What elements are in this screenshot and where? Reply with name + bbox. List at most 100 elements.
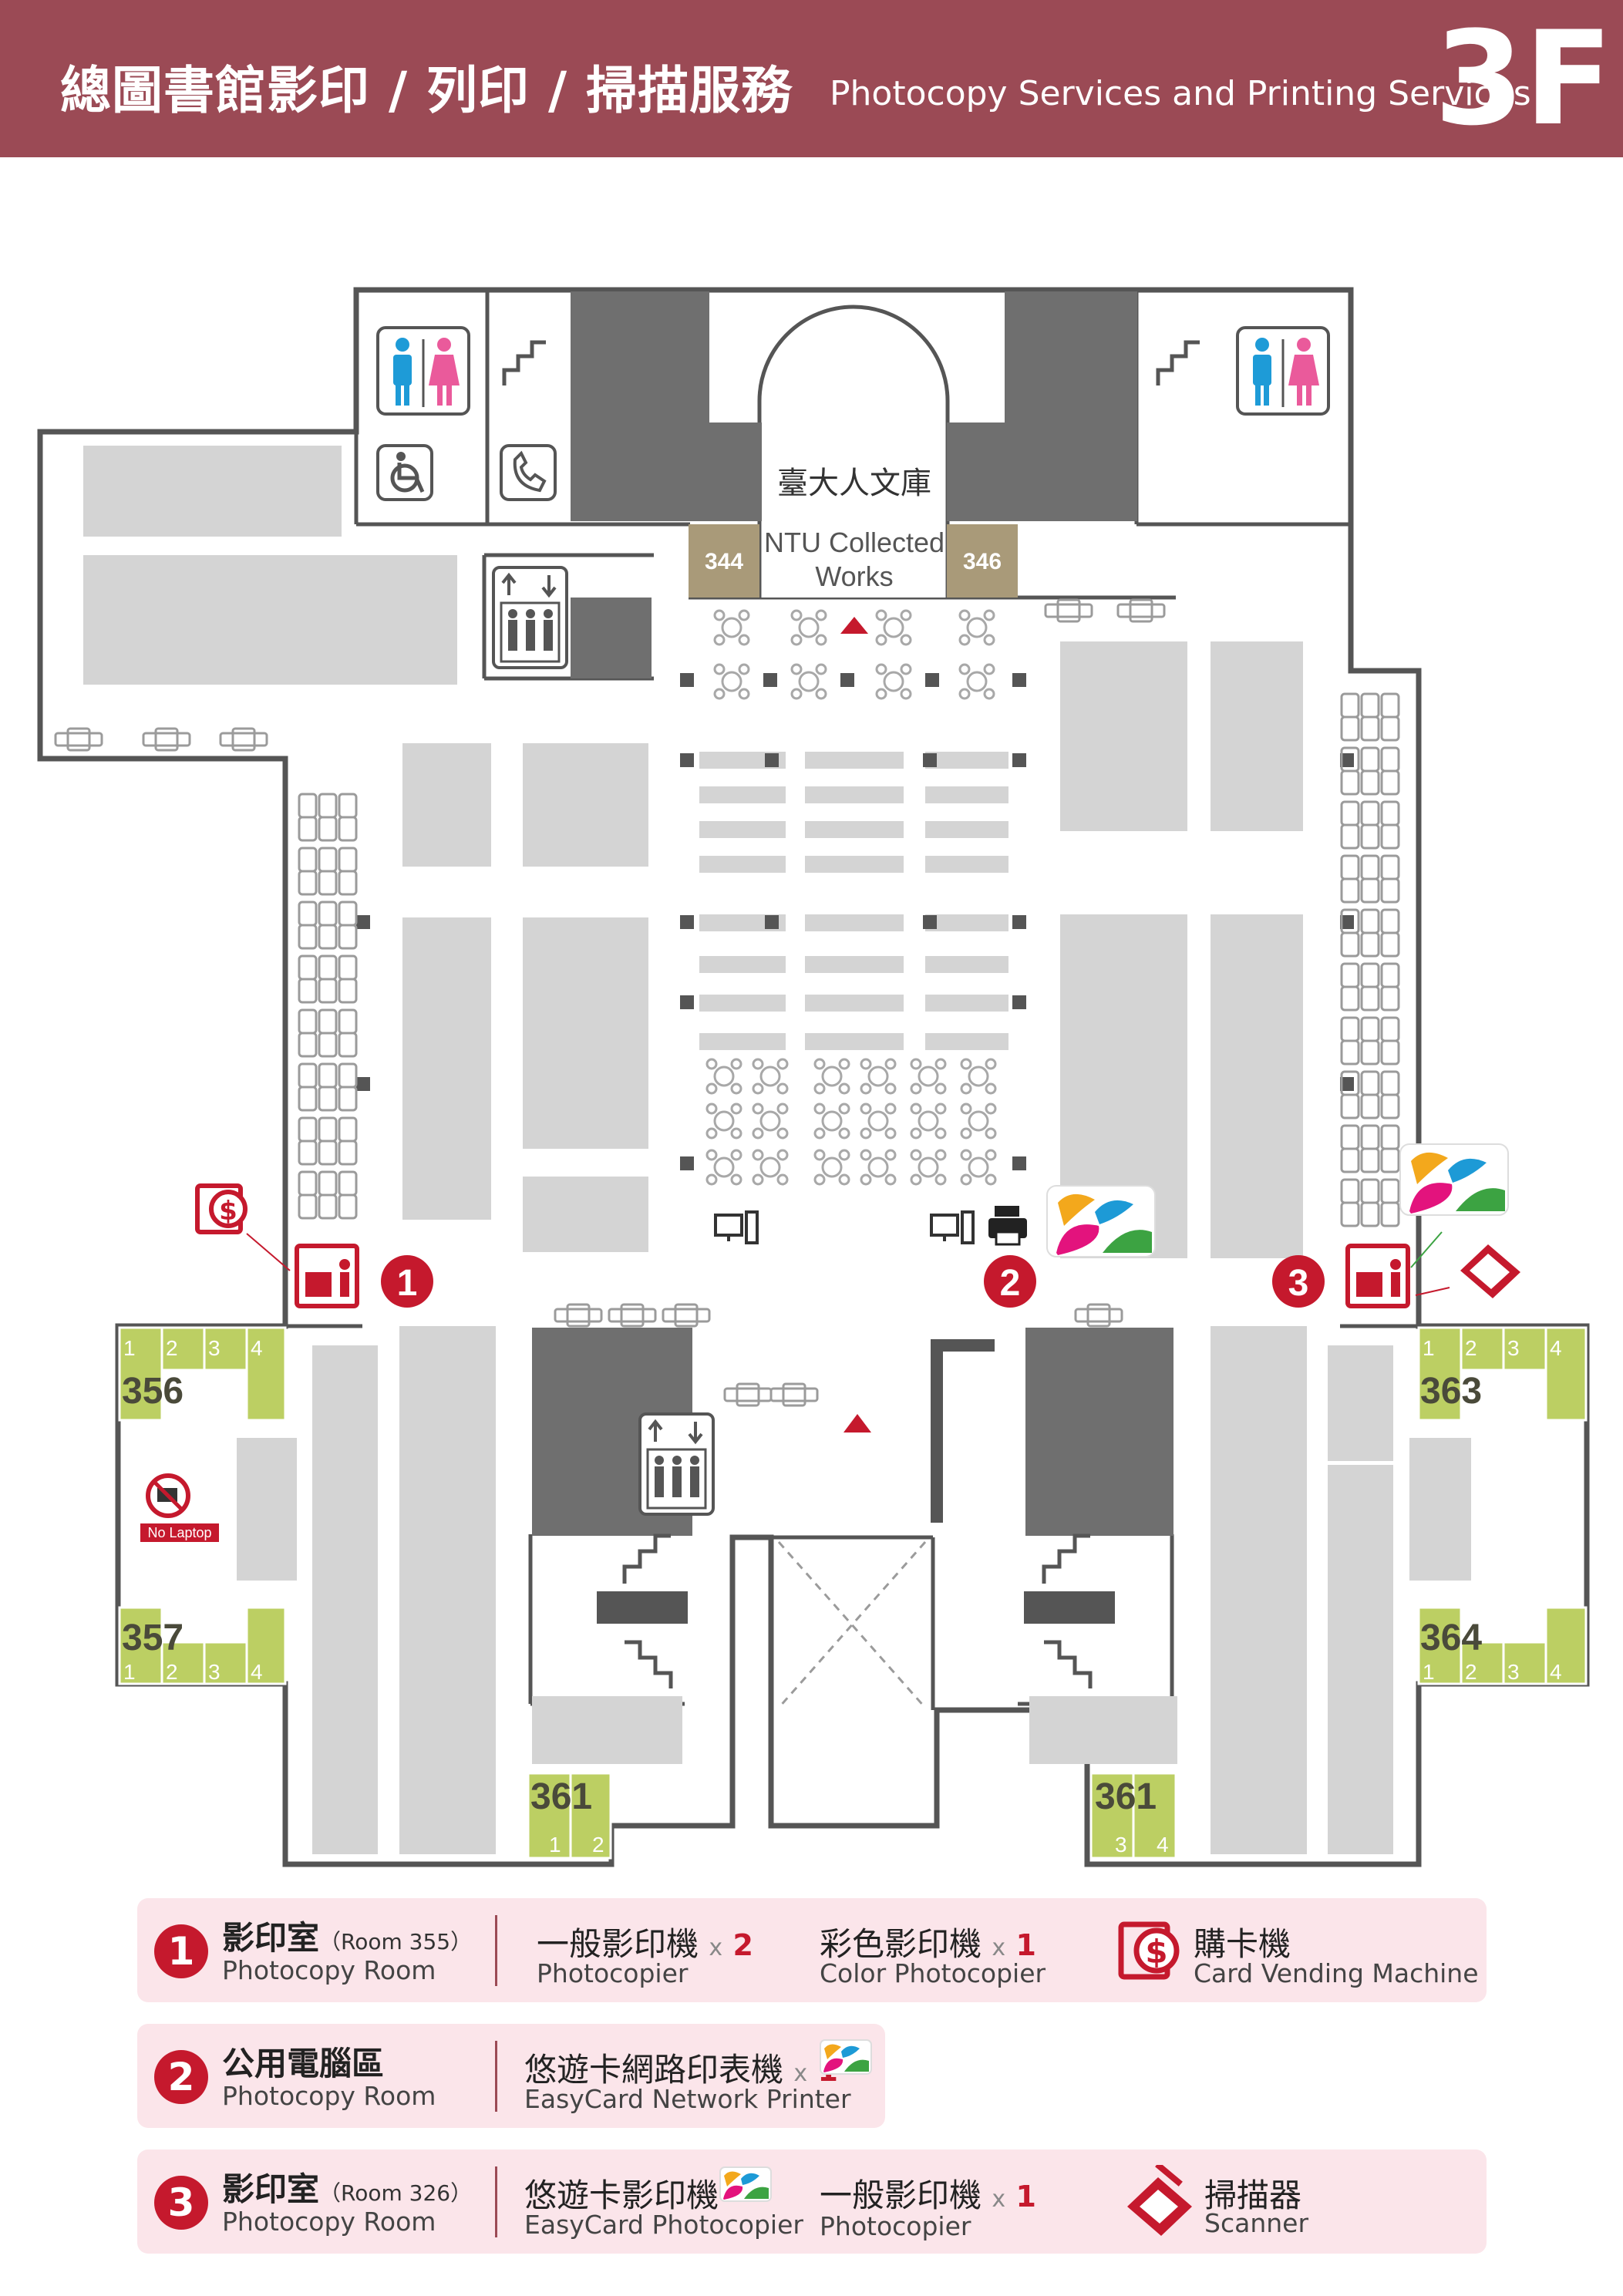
scanner-icon [1460,1244,1520,1298]
legend-1-name-zh: 影印室（Room 355） [222,1919,473,1957]
legend-separator [495,2041,497,2112]
legend-separator [495,1915,497,1986]
legend-2-name-zh: 公用電腦區 [222,2045,385,2082]
scanner-icon [1127,2165,1192,2236]
svg-text:2: 2 [1465,1660,1477,1684]
svg-text:$: $ [1145,1933,1167,1971]
bookshelves [83,446,1471,1854]
legend-3-item2-en: Photocopier [820,2211,971,2241]
svg-text:4: 4 [1550,1336,1562,1360]
legend-3-name-zh: 影印室（Room 326） [222,2170,473,2208]
dark-wall-block [532,291,1173,1536]
atrium-void [777,1541,927,1709]
room-363-label: 363 [1420,1371,1482,1412]
computer-icon [930,1210,975,1244]
group-rooms [118,1326,1588,1860]
legend-3-room: （Room 326） [319,2180,473,2206]
legend-1-item3-zh: 購卡機 [1194,1925,1291,1963]
location-marker-3[interactable]: 3 [1272,1255,1325,1308]
svg-text:1: 1 [1423,1336,1435,1360]
corridor-bend [931,1339,995,1523]
legend-3-name-en: Photocopy Room [222,2207,436,2237]
location-marker-2[interactable]: 2 [984,1255,1036,1308]
callout-line [1415,1287,1450,1296]
room-344 [689,524,759,598]
restroom-icon [376,326,470,416]
svg-text:4: 4 [251,1336,263,1360]
legend-row-3: 3 影印室（Room 326） Photocopy Room 悠遊卡影印機 Ea… [137,2150,1487,2254]
photocopy-room-icon [1345,1244,1410,1308]
entrance-arrow [840,617,868,634]
floor-plan-map: $ 臺大人文庫 NTU Collecte [37,287,1590,1867]
page-title-zh: 總圖書館影印 / 列印 / 掃描服務 [60,61,793,120]
room-361-right-label: 361 [1095,1776,1157,1817]
svg-text:3: 3 [1507,1660,1520,1684]
room-346-label: 346 [963,549,1002,574]
svg-text:2: 2 [1465,1336,1477,1360]
easycard-icon [1046,1185,1156,1257]
svg-text:2: 2 [166,1660,178,1684]
legend-1-item1-en: Photocopier [537,1958,689,1988]
easycard-icon [820,2039,872,2075]
elevator-icon [492,566,568,669]
svg-text:3: 3 [208,1660,221,1684]
easycard-icon [719,2166,772,2202]
location-marker-1[interactable]: 1 [381,1255,433,1308]
legend-1-item2-en: Color Photocopier [820,1958,1046,1988]
legend-2-item1-en: EasyCard Network Printer [524,2084,851,2114]
stairs-icon [502,340,1200,1688]
room-364-label: 364 [1420,1618,1482,1658]
svg-text:4: 4 [251,1660,263,1684]
legend-badge-1: 1 [154,1924,208,1978]
legend-2-name-en: Photocopy Room [222,2081,436,2111]
legend-badge-3: 3 [154,2176,208,2230]
columns [356,673,1354,1170]
wheelchair-icon [376,444,433,501]
computer-icon [714,1210,759,1244]
legend-row-1: 1 影印室（Room 355） Photocopy Room 一般影印機 x 2… [137,1898,1487,2002]
svg-text:2: 2 [166,1336,178,1360]
callout-line [246,1233,291,1271]
svg-text:2: 2 [592,1833,604,1857]
svg-text:3: 3 [1288,1263,1309,1304]
svg-text:1: 1 [1423,1660,1435,1684]
legend-separator [495,2166,497,2237]
easycard-icon [1399,1143,1509,1216]
svg-text:1: 1 [397,1263,418,1304]
reading-tables [705,609,997,1186]
svg-text:3: 3 [1507,1336,1520,1360]
legend-3-item3-en: Scanner [1204,2208,1309,2238]
room-361-left-label: 361 [530,1776,592,1817]
legend-row-2: 2 公用電腦區 Photocopy Room 悠遊卡網路印表機 x 1 Easy… [137,2024,885,2128]
legend-1-item1-zh: 一般影印機 x 2 [537,1925,753,1963]
legend-badge-2: 2 [154,2050,208,2104]
svg-text:4: 4 [1550,1660,1562,1684]
svg-text:$: $ [219,1196,237,1227]
elevator-icon [638,1412,715,1516]
entrance-arrow [843,1414,871,1432]
stair-landing [597,1591,1115,1624]
legend-3-item2-zh: 一般影印機 x 1 [820,2176,1036,2214]
svg-text:3: 3 [208,1336,221,1360]
callout-line [1410,1231,1443,1268]
svg-text:1: 1 [123,1660,136,1684]
legend-1-name-en: Photocopy Room [222,1955,436,1985]
collection-label-zh: 臺大人文庫 [777,466,931,501]
room-344-label: 344 [705,549,743,574]
printer-icon [988,1206,1027,1246]
svg-text:2: 2 [1000,1263,1021,1304]
legend-1-item2-zh: 彩色影印機 x 1 [820,1925,1036,1963]
room-357-label: 357 [122,1618,184,1658]
legend-1-item3-en: Card Vending Machine [1194,1958,1479,1988]
svg-text:3: 3 [1115,1833,1127,1857]
svg-text:1: 1 [123,1336,136,1360]
phone-icon [500,444,557,501]
room-356-label: 356 [122,1371,184,1412]
photocopy-room-icon [295,1244,359,1308]
legend-3-item1-en: EasyCard Photocopier [524,2210,803,2240]
restroom-icon [1236,326,1330,416]
page-title-en: Photocopy Services and Printing Services [830,74,1531,113]
svg-text:1: 1 [549,1833,561,1857]
card-vending-machine-icon: $ [1118,1921,1180,1980]
